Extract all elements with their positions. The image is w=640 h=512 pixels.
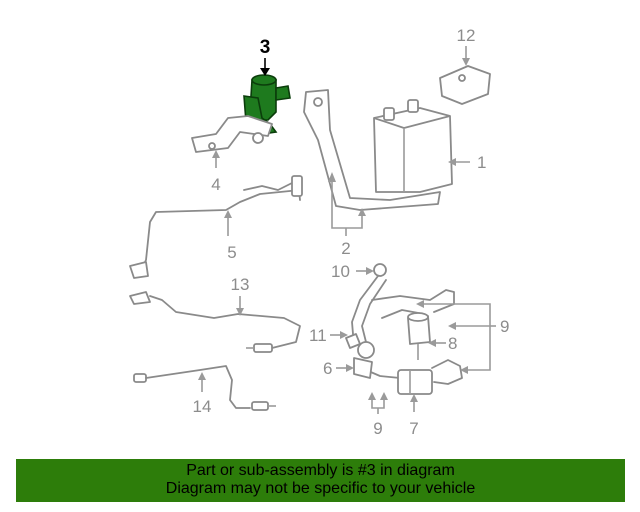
callout-12: 12: [457, 26, 476, 45]
callout-4: 4: [211, 175, 220, 194]
part-11-clip[interactable]: [345, 333, 361, 349]
part-8-valve[interactable]: [407, 312, 431, 360]
part-6-connector[interactable]: [353, 341, 375, 379]
parts-diagram: 3 4 5 12 1 2 10: [129, 26, 509, 438]
part-1-canister[interactable]: [373, 99, 453, 193]
callout-6: 6: [323, 359, 332, 378]
callout-1: 1: [477, 153, 486, 172]
part-14-sensor-wire[interactable]: [133, 365, 276, 411]
part-2-bracket[interactable]: [303, 89, 441, 211]
callout-9-right: 9: [500, 317, 509, 336]
banner-line-1: Part or sub-assembly is #3 in diagram: [186, 462, 455, 479]
callout-7: 7: [409, 419, 418, 438]
callout-10: 10: [331, 262, 350, 281]
callout-14: 14: [193, 397, 212, 416]
callout-11: 11: [309, 326, 327, 345]
part-10-cap[interactable]: [373, 263, 387, 277]
callout-3: 3: [260, 37, 271, 58]
callout-13: 13: [231, 275, 250, 294]
part-13-sensor-wire[interactable]: [129, 291, 301, 353]
banner-line-2: Diagram may not be specific to your vehi…: [165, 480, 476, 497]
callout-9-bottom: 9: [373, 419, 382, 438]
part-4-bracket[interactable]: [191, 115, 273, 153]
callout-5: 5: [227, 243, 236, 262]
part-5-vapor-tube[interactable]: [129, 175, 303, 279]
callout-8: 8: [448, 334, 457, 353]
callout-2: 2: [341, 239, 350, 258]
info-banner: Part or sub-assembly is #3 in diagram Di…: [16, 459, 625, 502]
part-7-filter[interactable]: [397, 369, 433, 395]
part-12-cover[interactable]: [439, 65, 491, 105]
